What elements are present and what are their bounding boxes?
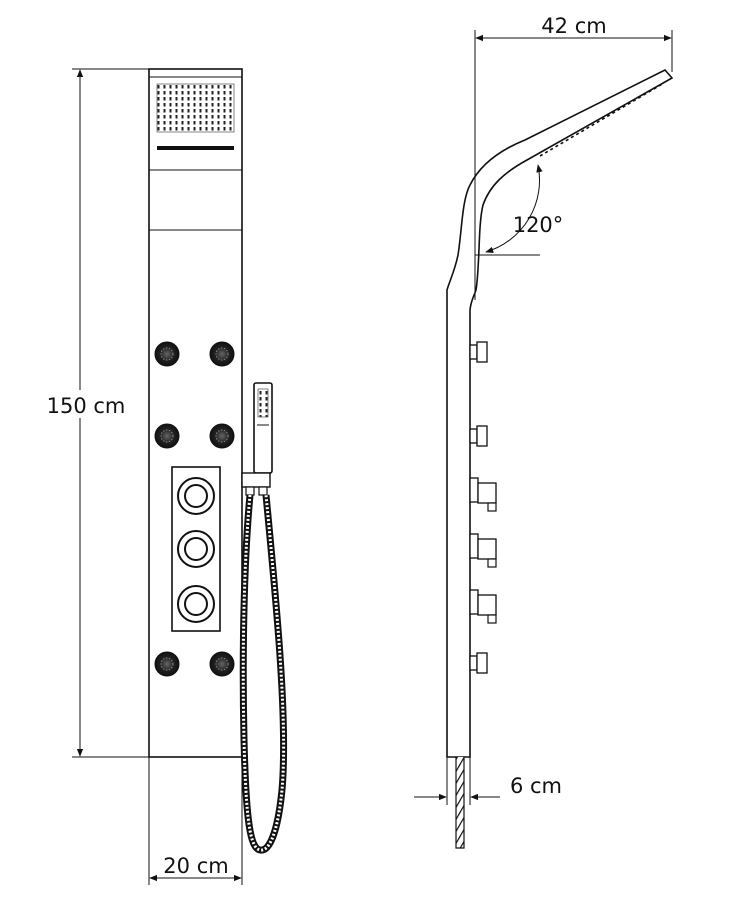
panel-body (148, 68, 243, 758)
body-jet (154, 651, 180, 677)
side-hose (455, 757, 465, 849)
side-nozzle (469, 533, 497, 568)
control-knob (177, 585, 215, 623)
body-jet (209, 423, 235, 449)
side-profile (446, 69, 674, 758)
depth-top-label: 42 cm (541, 14, 606, 38)
control-knob (177, 530, 215, 568)
waterfall-outlet (157, 146, 234, 150)
rain-shower-grid (156, 83, 235, 133)
height-label: 150 cm (47, 394, 126, 418)
side-view: 42 cm 120° 6 cm (414, 14, 674, 849)
width-dimension: 20 cm (148, 757, 243, 885)
side-nozzle (469, 589, 497, 624)
side-nozzle (469, 477, 497, 512)
angle-indicator: 120° (475, 164, 564, 256)
hand-shower (241, 382, 273, 496)
control-plate (171, 466, 221, 632)
width-label: 20 cm (163, 854, 228, 878)
control-knob (177, 477, 215, 515)
body-jet (209, 341, 235, 367)
depth-base-label: 6 cm (510, 774, 562, 798)
side-nozzle (469, 652, 488, 674)
side-nozzle (469, 341, 488, 363)
height-dimension: 150 cm (40, 68, 149, 758)
body-jet (209, 651, 235, 677)
side-nozzle (469, 425, 488, 447)
angle-label: 120° (513, 213, 564, 237)
shower-hose (239, 494, 288, 854)
front-view: 150 cm 20 cm (40, 68, 288, 885)
body-jet (154, 341, 180, 367)
depth-base-dimension: 6 cm (414, 757, 562, 805)
body-jet (154, 423, 180, 449)
